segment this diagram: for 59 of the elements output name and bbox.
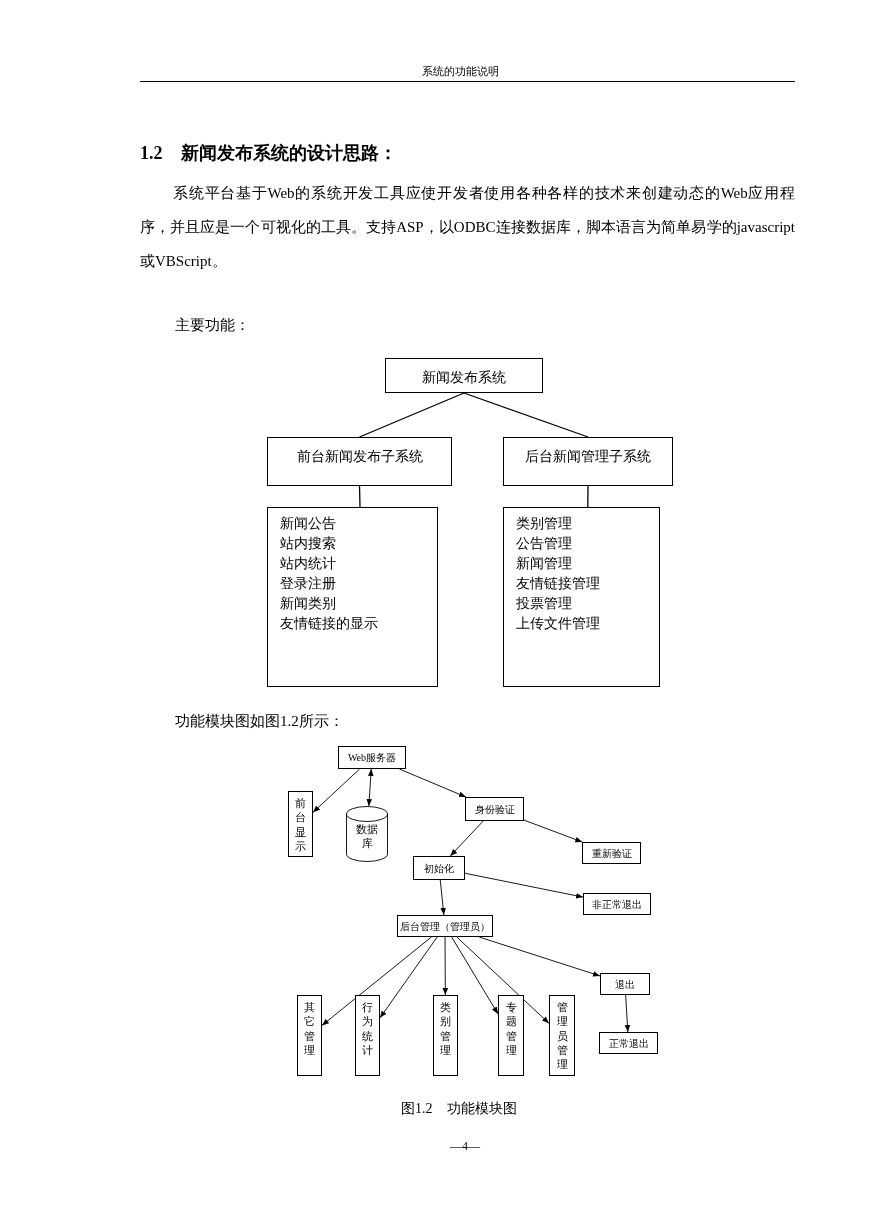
connector-line [358, 485, 361, 508]
node-label: 新闻发布系统 [422, 369, 506, 387]
page-number: —4— [450, 1138, 480, 1155]
node-label: 管理员管理 [556, 1000, 568, 1073]
node-label: 专题管理 [505, 1000, 517, 1058]
function-item: 友情链接的显示 [280, 615, 378, 633]
module-box [600, 973, 650, 995]
module-box [498, 995, 524, 1076]
node-label: 初始化 [424, 861, 454, 876]
connector-line [463, 392, 589, 438]
section-heading: 1.2 新闻发布系统的设计思路： [140, 142, 397, 165]
node-label: 非正常退出 [592, 897, 642, 912]
function-item: 公告管理 [516, 535, 572, 553]
function-item: 友情链接管理 [516, 575, 600, 593]
module-box [433, 995, 458, 1076]
body-text: 主要功能： [175, 316, 250, 335]
function-item: 新闻类别 [280, 595, 336, 613]
figure-caption: 图1.2 功能模块图 [401, 1100, 517, 1118]
body-paragraph: 系统平台基于Web的系统开发工具应使开发者使用各种各样的技术来创建动态的Web应用程序，并且应是一个可视化的工具。支持ASP，以ODBC连接数据库，脚本语言为简单易学的javascript或VBScript。 [140, 184, 795, 271]
function-item: 站内搜索 [280, 535, 336, 553]
module-box [583, 893, 651, 915]
node-label: 前台显示 [295, 796, 306, 854]
module-box [355, 995, 380, 1076]
function-item: 新闻管理 [516, 555, 572, 573]
system-box [385, 358, 543, 393]
node-label: 后台管理（管理员） [400, 919, 490, 934]
body-text: 功能模块图如图1.2所示： [175, 712, 344, 731]
node-label: 行为统计 [362, 1000, 373, 1058]
node-label: 重新验证 [591, 846, 632, 861]
function-item: 类别管理 [516, 515, 572, 533]
node-label: 其它管理 [304, 1000, 315, 1058]
node-label: 类别管理 [440, 1000, 451, 1058]
module-box [338, 746, 406, 769]
node-label: 数据库 [355, 822, 379, 850]
function-list-box [267, 507, 438, 687]
node-label: 前台新闻发布子系统 [296, 448, 423, 466]
module-box [599, 1032, 658, 1054]
page-header: 系统的功能说明 [422, 64, 499, 79]
module-box [582, 842, 641, 864]
subsystem-box [267, 437, 452, 486]
node-label: Web服务器 [347, 751, 397, 765]
module-box [413, 856, 465, 880]
connector-line [358, 392, 465, 438]
module-box [465, 797, 524, 821]
function-item: 上传文件管理 [516, 615, 600, 633]
module-box [549, 995, 575, 1076]
function-item: 新闻公告 [280, 515, 336, 533]
function-list-box [503, 507, 660, 687]
function-item: 登录注册 [280, 575, 336, 593]
function-item: 投票管理 [516, 595, 572, 613]
subsystem-box [503, 437, 673, 486]
module-box [288, 791, 313, 857]
function-item: 站内统计 [280, 555, 336, 573]
connector-line [587, 485, 589, 508]
node-label: 退出 [615, 977, 635, 992]
node-label: 身份验证 [474, 802, 515, 817]
node-label: 正常退出 [608, 1036, 649, 1051]
module-box [297, 995, 322, 1076]
node-label: 后台新闻管理子系统 [525, 448, 651, 466]
